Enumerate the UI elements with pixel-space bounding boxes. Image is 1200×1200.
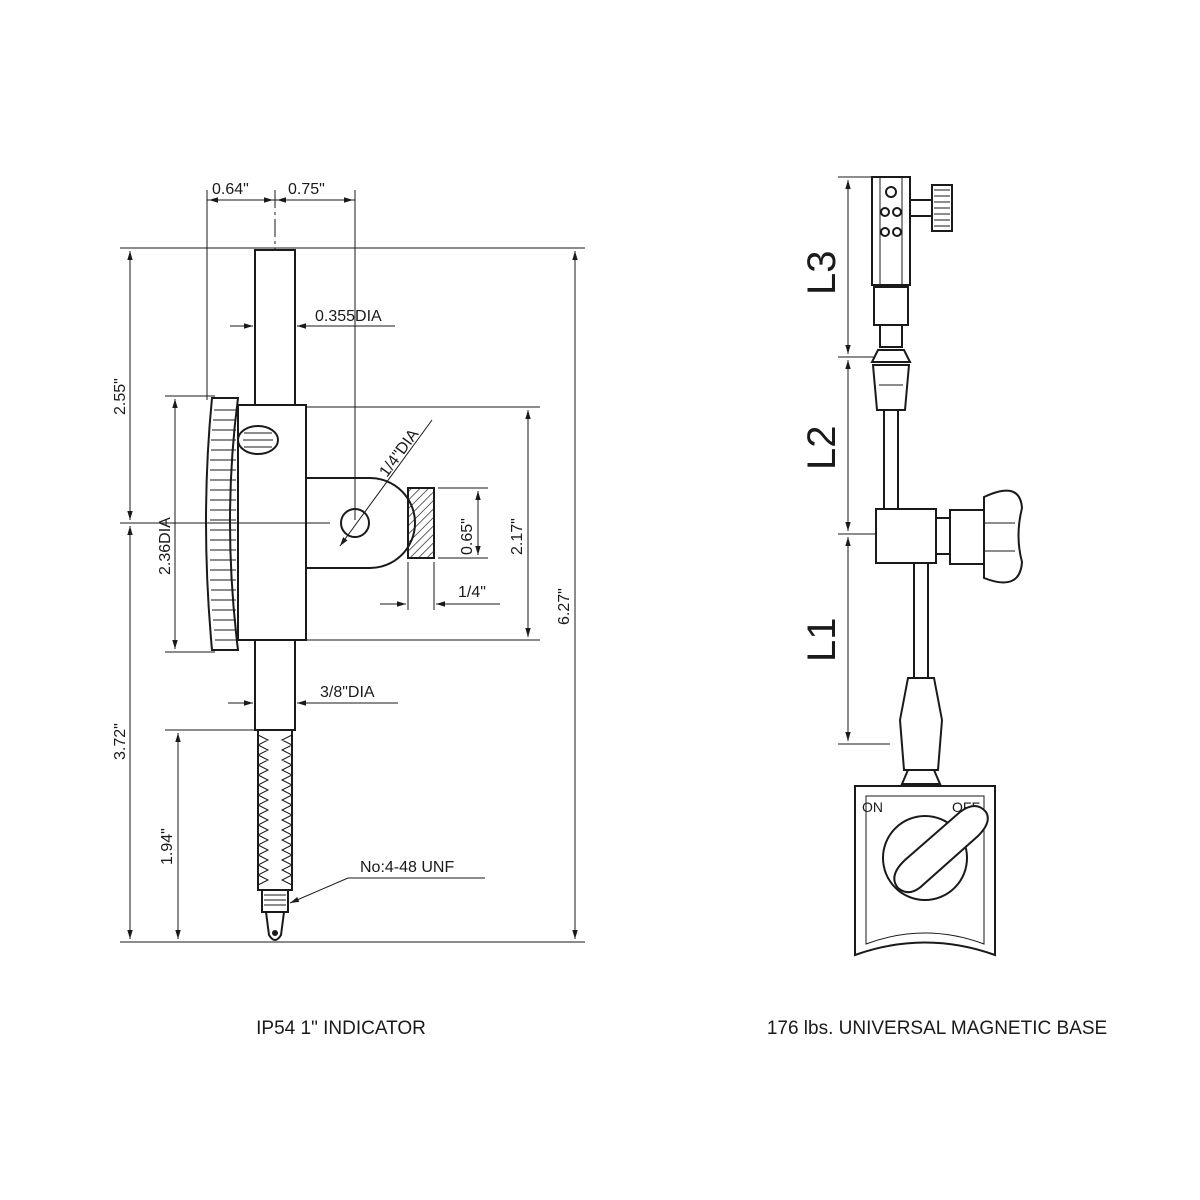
dim-lower-stem-dia-label: 3/8"DIA	[320, 684, 375, 701]
upper-joint-nut	[871, 364, 911, 411]
dim-lug-height-label: 0.65"	[459, 518, 476, 555]
contact-thread	[261, 889, 289, 913]
dim-stem-dia-label: 0.355DIA	[315, 308, 382, 325]
magnetic-base-caption: 176 lbs. UNIVERSAL MAGNETIC BASE	[767, 1018, 1107, 1039]
lower-stem	[254, 639, 296, 731]
upper-arm	[883, 409, 899, 511]
contact-point	[264, 911, 286, 941]
switch-on-label: ON	[862, 799, 883, 815]
rack-teeth-right	[280, 734, 294, 886]
base-joint	[900, 769, 942, 785]
bezel-knurling	[210, 409, 236, 641]
indicator-caption: IP54 1" INDICATOR	[256, 1018, 426, 1039]
fine-adjust-block	[873, 286, 909, 326]
thread-spec-label: No:4-48 UNF	[360, 859, 454, 876]
dim-top-right-label: 0.75"	[288, 181, 325, 198]
dim-spindle-length-label: 1.94"	[159, 828, 176, 865]
label-l3: L3	[800, 251, 844, 296]
lug-section	[407, 487, 435, 559]
label-l2: L2	[800, 426, 844, 471]
dim-upper-height-label: 2.55"	[112, 378, 129, 415]
center-joint-shaft	[935, 517, 951, 555]
center-joint	[875, 508, 937, 564]
center-lock-knob	[983, 489, 1024, 584]
dim-body-height-label: 2.17"	[509, 518, 526, 555]
dim-lower-height-label: 3.72"	[112, 723, 129, 760]
dial-indicator-drawing: 0.64" 0.75" 0.355DIA 2.55" 3.72" 2.36DIA…	[112, 181, 585, 1039]
clamp-screw	[909, 199, 933, 217]
dim-lug-hole-label: 1/4"DIA	[376, 426, 422, 480]
magnetic-base-drawing: L3 L2 L1	[767, 176, 1107, 1039]
upper-stem	[254, 249, 296, 411]
fine-adjust-neck	[879, 324, 903, 348]
bezel-ring	[205, 397, 240, 651]
label-l1: L1	[800, 618, 844, 663]
dim-total-height-label: 6.27"	[556, 588, 573, 625]
dim-face-dia-label: 2.36DIA	[157, 517, 174, 575]
lower-arm	[913, 562, 929, 679]
center-knob-hub	[949, 509, 985, 565]
lower-arm-grip	[898, 677, 944, 771]
spindle	[257, 729, 293, 891]
switch-lever[interactable]	[893, 805, 989, 894]
dim-lug-thickness-label: 1/4"	[458, 584, 486, 601]
upper-joint	[870, 349, 912, 363]
dim-top-left-label: 0.64"	[212, 181, 249, 198]
rack-teeth-left	[256, 734, 270, 886]
